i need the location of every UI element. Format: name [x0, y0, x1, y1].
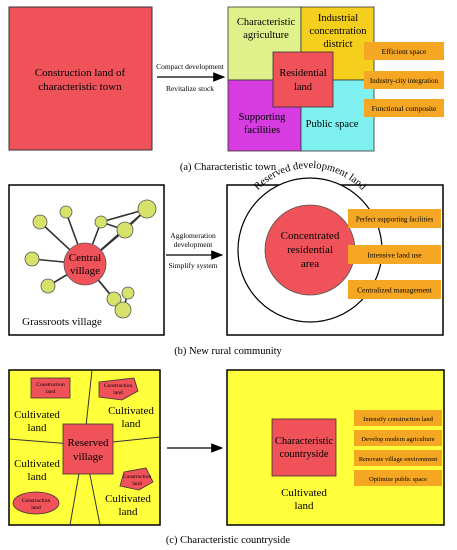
quad-bl-label-2: facilities: [244, 125, 280, 136]
label-efficient-space-text: Efficient space: [382, 47, 427, 56]
right-cultivated-label-1: Cultivated: [281, 487, 327, 499]
quad-tr-label-3: district: [323, 39, 352, 50]
panel-a: Construction land of characteristic town…: [8, 6, 444, 173]
quad-bl-label-1: Supporting: [239, 112, 286, 123]
cultivated-land-ne-1: Cultivated: [108, 405, 154, 417]
quad-tr-label-1: Industrial: [318, 13, 358, 24]
arrow-b-top-label-2: development: [174, 240, 214, 249]
caption-c: (c) Characteristic countryside: [166, 535, 291, 546]
label-industry-city: [364, 71, 444, 89]
small-construction-land-2-label-1: Construction: [104, 383, 133, 389]
arrow-a-top-label: Compact development: [156, 62, 225, 71]
small-construction-land-3-label-1: Construction: [123, 474, 152, 480]
small-construction-land-4-label-2: land: [31, 505, 41, 511]
characteristic-countryside-label-2: countryside: [280, 449, 329, 460]
small-construction-land-2: [98, 377, 139, 401]
label-functional-composite-text: Functional composite: [372, 104, 437, 113]
village-node: [106, 291, 122, 307]
characteristic-countryside-box: [271, 418, 337, 477]
concentrated-area-label-3: area: [301, 258, 319, 270]
small-construction-land-1-label-2: land: [46, 389, 56, 395]
reserved-village-label-2: village: [73, 451, 103, 463]
central-village-label-1: Central: [69, 252, 101, 264]
quad-tr-label-2: concentration: [309, 26, 367, 37]
cultivated-land-se-1: Cultivated: [105, 493, 151, 505]
panel-c: Construction land Construction land Cons…: [8, 369, 445, 546]
residential-land-label-2: land: [294, 82, 313, 93]
village-node: [24, 251, 40, 267]
arrow-b-bottom-label: Simplify system: [169, 261, 218, 270]
cultivated-land-se-2: land: [119, 506, 138, 518]
construction-land-box: [8, 6, 153, 151]
arrow-a-bottom-label: Revitalize stock: [166, 84, 214, 93]
arrow-b-top-label-1: Agglomeration: [170, 231, 216, 240]
label-intensify-construction: [354, 410, 442, 426]
label-renovate-environment-text: Renovate village environment: [359, 456, 438, 463]
village-node: [59, 205, 73, 219]
characteristic-countryside-label-1: Characteristic: [275, 436, 334, 447]
grassroots-village-label: Grassroots village: [22, 316, 102, 328]
label-develop-agriculture: [354, 430, 442, 446]
quad-tl-label-1: Characteristic: [237, 17, 296, 28]
label-centralized-management: [348, 280, 441, 299]
construction-land-label-1: Construction land of: [35, 67, 126, 79]
small-construction-land-3-label-2: land: [132, 481, 142, 487]
village-node: [137, 199, 157, 219]
label-intensive-land-use-text: Intensive land use: [367, 251, 422, 260]
label-intensive-land-use: [348, 245, 441, 264]
residential-land-label-1: Residential: [279, 68, 326, 79]
label-intensify-construction-text: Intensify construction land: [363, 416, 433, 423]
label-perfect-supporting: [348, 209, 441, 228]
central-village-node: [63, 242, 107, 286]
small-construction-land-4-label-1: Construction: [22, 498, 51, 504]
village-node: [114, 301, 132, 319]
label-centralized-management-text: Centralized management: [357, 286, 433, 295]
panel-b: Central village Grassroots village Agglo…: [8, 160, 444, 357]
central-village-label-2: village: [70, 265, 100, 277]
label-perfect-supporting-text: Perfect supporting facilities: [356, 216, 434, 224]
village-node: [94, 215, 108, 229]
cultivated-land-nw-1: Cultivated: [14, 409, 60, 421]
label-industry-city-text: Industry-city integration: [370, 77, 439, 85]
small-construction-land-1: [30, 377, 71, 399]
label-optimize-public-space: [354, 470, 442, 486]
quad-tl-label-2: agriculture: [243, 30, 289, 41]
village-node: [116, 221, 134, 239]
cultivated-land-nw-2: land: [28, 422, 47, 434]
small-construction-land-1-label-1: Construction: [36, 382, 65, 388]
village-node: [32, 214, 48, 230]
village-node: [121, 286, 135, 300]
concentrated-area-label-2: residential: [287, 244, 333, 256]
label-develop-agriculture-text: Develop modern agriculture: [361, 436, 434, 443]
reserved-village-label-1: Reserved: [68, 437, 109, 449]
small-construction-land-4: [12, 491, 60, 515]
caption-a: (a) Characteristic town: [180, 162, 277, 173]
village-node: [40, 278, 56, 294]
caption-b: (b) New rural community: [174, 346, 282, 357]
residential-land-box: [272, 51, 334, 108]
reserved-village-box: [62, 423, 114, 475]
label-functional-composite: [364, 99, 444, 117]
construction-land-label-2: characteristic town: [38, 81, 122, 93]
right-cultivated-label-2: land: [295, 500, 314, 512]
label-efficient-space: [364, 42, 444, 60]
concentrated-area-label-1: Concentrated: [281, 230, 340, 242]
cultivated-land-sw-1: Cultivated: [14, 458, 60, 470]
small-construction-land-3: [119, 467, 154, 491]
label-renovate-environment: [354, 450, 442, 466]
cultivated-land-ne-2: land: [122, 418, 141, 430]
quad-br-label: Public space: [306, 119, 359, 130]
cultivated-land-sw-2: land: [28, 471, 47, 483]
small-construction-land-2-label-2: land: [113, 390, 123, 396]
label-optimize-public-space-text: Optimize public space: [369, 476, 427, 483]
